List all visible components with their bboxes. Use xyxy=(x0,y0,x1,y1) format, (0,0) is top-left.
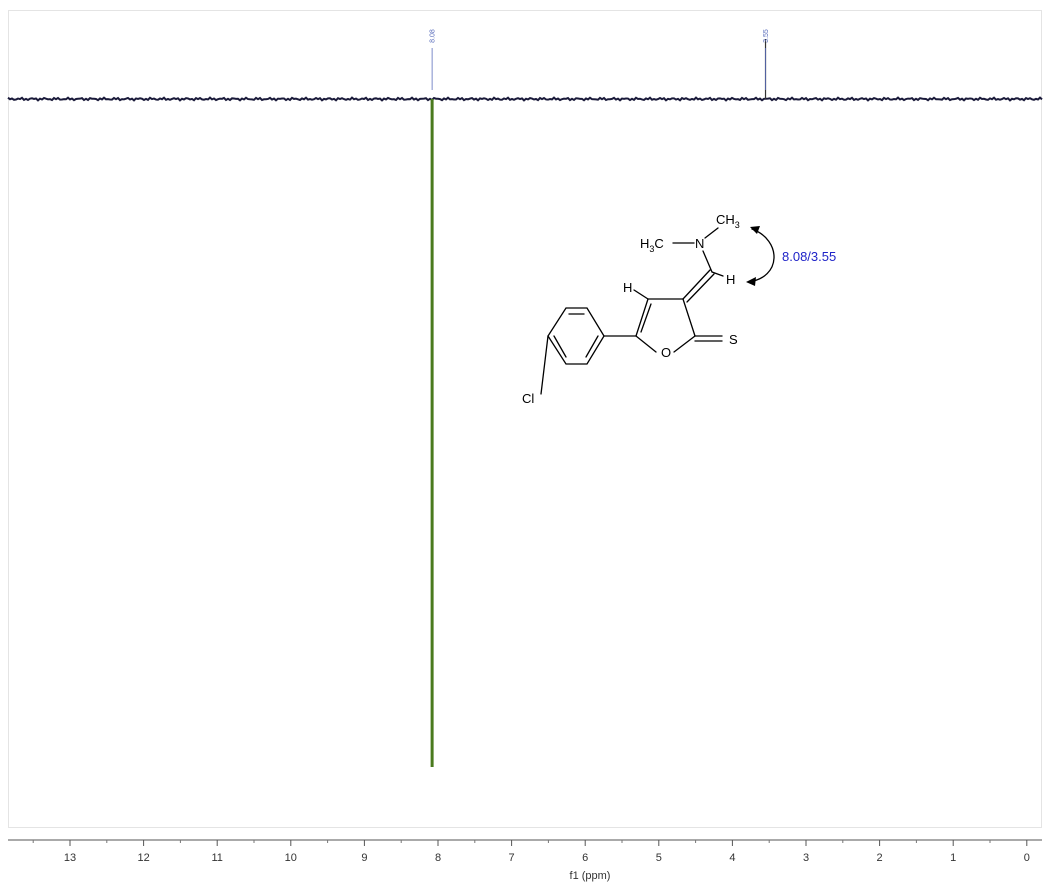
peak-label-3-55: 3.55 xyxy=(763,29,770,90)
atom-nitrogen: N xyxy=(695,236,704,251)
peak-label-text-3-55: 3.55 xyxy=(763,29,770,43)
tick-label-6: 6 xyxy=(582,852,588,864)
phenyl-double-3 xyxy=(553,335,567,358)
tick-label-13: 13 xyxy=(64,852,76,864)
peak-label-8-08: 8.08 xyxy=(430,29,437,90)
bond-ring-o-c5 xyxy=(635,335,657,353)
bond-n-ch3-top xyxy=(704,227,719,239)
atom-vinyl-h: H xyxy=(726,272,735,287)
tick-label-4: 4 xyxy=(729,852,735,864)
tick-label-10: 10 xyxy=(285,852,297,864)
chemical-structure xyxy=(540,226,775,395)
x-axis-minor-ticks xyxy=(32,840,991,843)
tick-label-1: 1 xyxy=(950,852,956,864)
noe-correlation-arrow xyxy=(747,228,775,283)
bond-ring-c5-c4-double xyxy=(640,303,652,333)
tick-label-0: 0 xyxy=(1024,852,1030,864)
tick-label-8: 8 xyxy=(435,852,441,864)
tick-label-11: 11 xyxy=(211,852,222,864)
bond-c4-h xyxy=(633,289,649,300)
bond-c3-cexo-a xyxy=(682,269,711,300)
bond-ring-c3-c2 xyxy=(682,298,696,337)
phenyl-double-2 xyxy=(585,335,599,358)
spectrum-baseline-trace xyxy=(7,96,1043,102)
tick-label-2: 2 xyxy=(877,852,883,864)
x-axis-label: f1 (ppm) xyxy=(570,870,611,882)
tick-label-12: 12 xyxy=(137,852,149,864)
bond-ring-c5-c4 xyxy=(635,298,649,337)
tick-label-5: 5 xyxy=(656,852,662,864)
atom-ch3-top: CH3 xyxy=(716,212,740,230)
bond-c3-cexo-b xyxy=(686,273,715,303)
tick-label-7: 7 xyxy=(509,852,515,864)
bond-cexo-h xyxy=(711,271,724,277)
x-axis-major-ticks xyxy=(69,840,1028,846)
x-axis-tick-labels: 13 12 11 10 9 8 7 6 5 4 3 2 1 0 xyxy=(64,852,1030,864)
atom-chlorine: Cl xyxy=(522,391,534,406)
bond-phenyl-cl xyxy=(540,335,549,395)
tick-label-9: 9 xyxy=(361,852,367,864)
atom-ring-h: H xyxy=(623,280,632,295)
noe-arrowhead-bottom xyxy=(746,277,756,286)
bond-ring-c2-o xyxy=(673,335,696,353)
noe-annotation: 8.08/3.55 xyxy=(782,249,836,264)
atom-h3c-left: H3C xyxy=(640,236,664,254)
atom-oxygen: O xyxy=(661,345,671,360)
peak-label-text-8-08: 8.08 xyxy=(430,29,437,43)
atom-sulfur: S xyxy=(729,332,738,347)
phenyl-ring xyxy=(547,307,605,365)
tick-label-3: 3 xyxy=(803,852,809,864)
noe-arrowhead-top xyxy=(750,226,760,234)
bond-cexo-n xyxy=(702,250,713,273)
